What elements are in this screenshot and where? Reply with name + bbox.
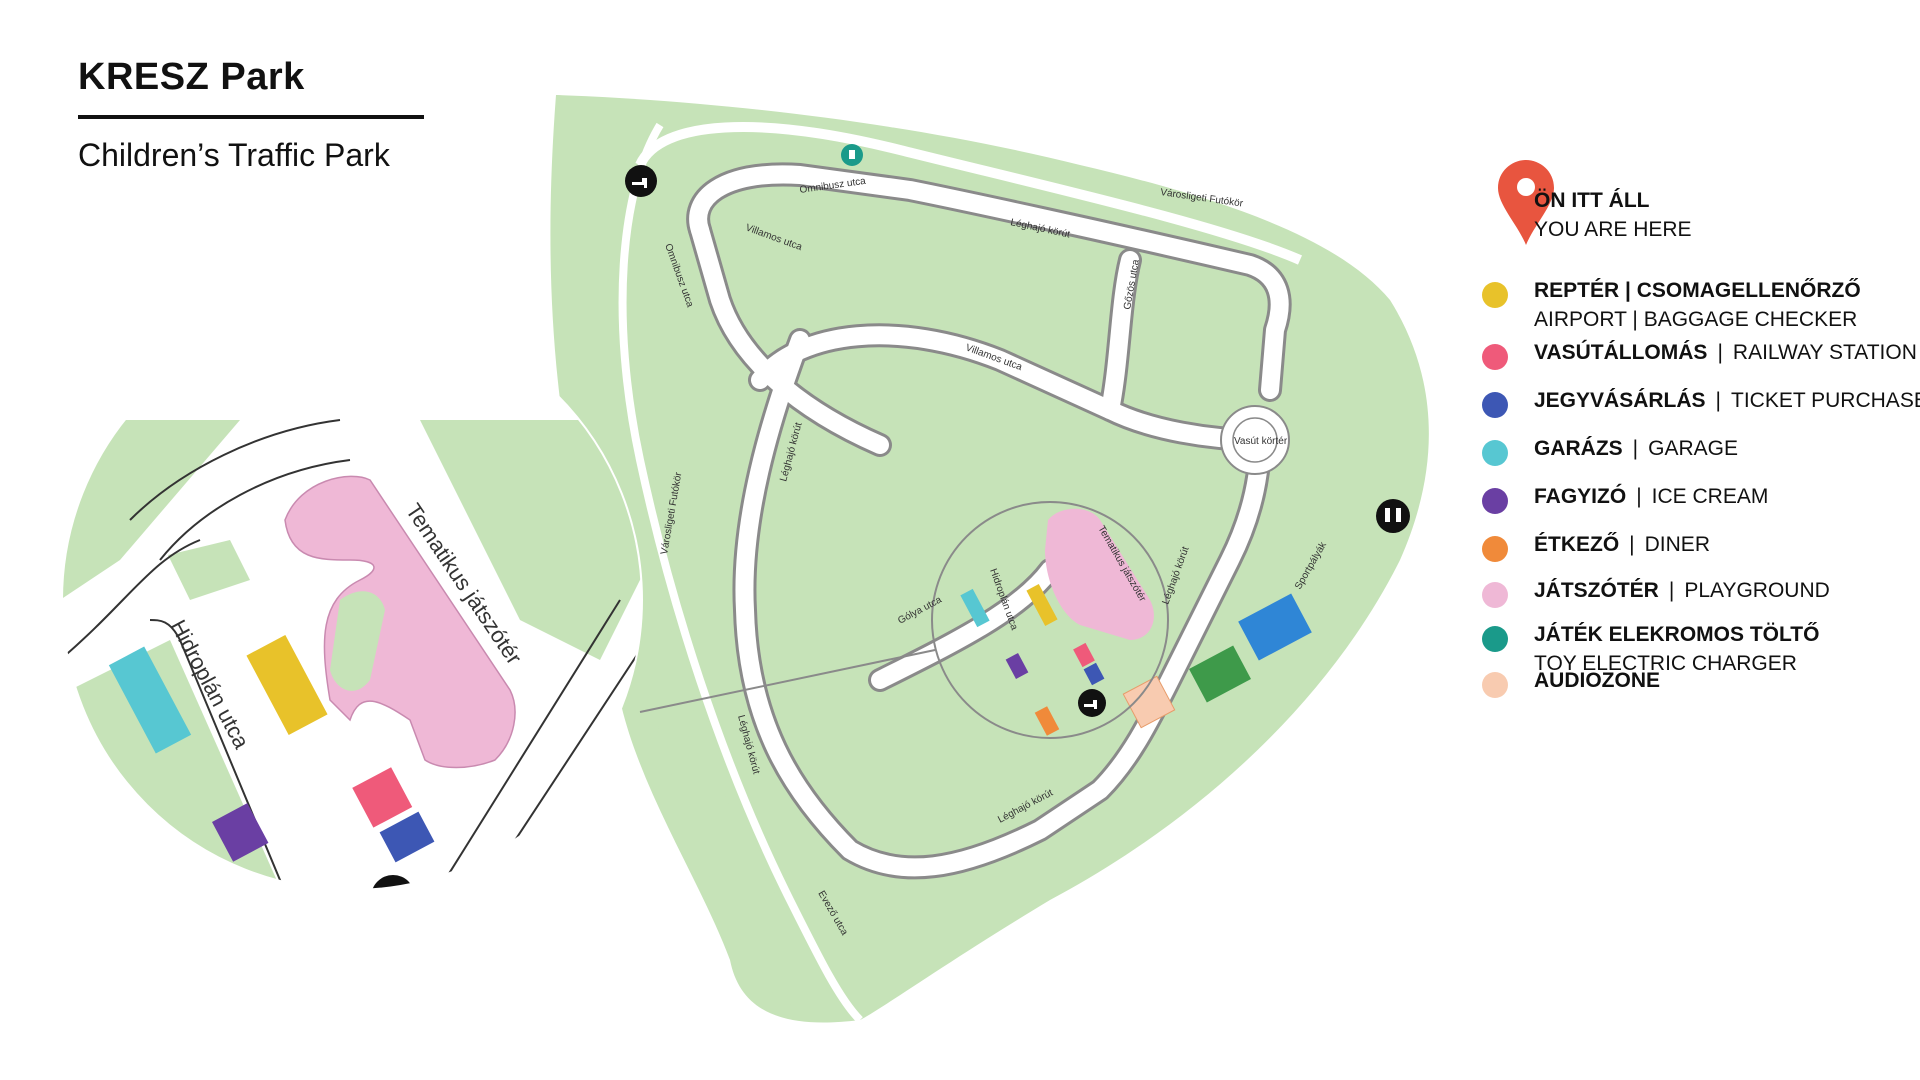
map-pin-icon [1498, 160, 1554, 245]
inset-airport [246, 634, 328, 736]
legend-label-hu: JÁTSZÓTÉR [1534, 579, 1659, 602]
inset-ticket [379, 811, 435, 863]
inset-playground [284, 475, 516, 769]
inset-magnified-view: Hidroplán utca Tematikus játszótér Légha… [62, 310, 642, 972]
inset-road-top [129, 419, 341, 521]
legend-label-hu: ÉTKEZŐ [1534, 533, 1620, 556]
varosligeti-futokor [635, 122, 1303, 265]
legend-label-en: ICE CREAM [1651, 485, 1769, 508]
park-grass [550, 95, 1429, 1023]
legend-swatch-garage [1482, 440, 1508, 466]
legend-swatch-ticket [1482, 392, 1508, 418]
legend-label-hu: FAGYIZÓ [1534, 485, 1627, 508]
legend-label-hu: VASÚTÁLLOMÁS [1534, 341, 1708, 364]
road-network [689, 165, 1289, 877]
inset-grass-left [62, 640, 330, 890]
legend-swatch-playground [1482, 582, 1508, 608]
main-playground-area [1045, 508, 1154, 640]
inset-road-leghajo-b [409, 619, 642, 890]
legend-label-en: PLAYGROUND [1684, 579, 1830, 602]
roundabout-inner-ring [1232, 417, 1278, 463]
inset-grass-top [420, 420, 642, 660]
inset-road-top2 [159, 459, 351, 561]
main-diner-block [1034, 706, 1060, 736]
sport-court-blue [1238, 593, 1312, 661]
sport-court-green [1189, 645, 1251, 703]
main-audiozone [1122, 675, 1176, 729]
main-ticket-block [1083, 662, 1105, 686]
water-tap-icon [371, 875, 415, 890]
zoom-focus-circle [931, 501, 1169, 739]
water-tap-icon [625, 165, 657, 197]
inset-grass-topleft [62, 420, 240, 600]
inset-circle-border [61, 309, 643, 891]
legend-label-en: GARAGE [1648, 437, 1738, 460]
inset-grass-stripe [168, 540, 250, 600]
vasut-korter-roundabout [1220, 405, 1290, 475]
restroom-icon [1376, 499, 1410, 533]
inset-railway [352, 767, 413, 828]
legend-label-en: DINER [1644, 533, 1710, 556]
inset-audiozone [466, 842, 580, 890]
main-railway-block [1073, 642, 1095, 668]
map-title: KRESZ Park [78, 56, 305, 98]
legend-separator: | [1715, 389, 1722, 412]
inset-garage [108, 646, 192, 754]
main-airport-block [1026, 584, 1058, 626]
legend-label-en: AIRPORT | BAGGAGE CHECKER [1534, 308, 1858, 331]
inset-diner [276, 909, 335, 972]
main-icecream-block [1005, 653, 1029, 679]
title-block: KRESZ Park Children’s Traffic Park [78, 56, 428, 174]
park-grass-strip [556, 95, 860, 1020]
legend-swatch-charger [1482, 626, 1508, 652]
legend-label-en: TOY ELECTRIC CHARGER [1534, 652, 1797, 675]
legend-separator: | [1632, 437, 1639, 460]
title-divider [78, 115, 424, 119]
running-track-left [618, 122, 863, 1023]
label-vasut: Vasút körtér [1234, 436, 1288, 447]
water-tap-icon [1078, 689, 1106, 717]
legend-separator: | [1668, 579, 1675, 602]
legend-label-hu: REPTÉR | CSOMAGELLENŐRZŐ [1534, 279, 1861, 302]
you-are-here-title: ÖN ITT ÁLL [1534, 189, 1650, 212]
legend-swatch-diner [1482, 536, 1508, 562]
legend-separator: | [1629, 533, 1635, 556]
legend-label-en: TICKET PURCHASE [1731, 389, 1920, 412]
map-subtitle: Children’s Traffic Park [78, 137, 390, 173]
legend-label-hu: GARÁZS [1534, 437, 1623, 460]
inset-road-hidroplan-left [62, 539, 201, 661]
legend-separator: | [1636, 485, 1642, 508]
main-garage-block [960, 588, 990, 628]
inset-playground-hole [330, 591, 385, 691]
legend-label-hu: AUDIOZONE [1534, 669, 1660, 692]
zoom-connector-line [639, 649, 936, 713]
inset-icecream [212, 803, 269, 862]
you-are-here-subtitle: YOU ARE HERE [1534, 218, 1692, 241]
legend-label-hu: JÁTÉK ELEKROMOS TÖLTŐ [1534, 623, 1820, 646]
legend-swatch-icecream [1482, 488, 1508, 514]
legend-label-hu: JEGYVÁSÁRLÁS [1534, 389, 1706, 412]
legend-label-en: RAILWAY STATION [1732, 341, 1917, 364]
inset-road-hidroplan-right [149, 619, 331, 890]
legend-separator: | [1717, 341, 1723, 364]
inset-road-leghajo-a [369, 599, 621, 890]
charger-icon [841, 144, 863, 166]
legend-swatch-audiozone [1482, 672, 1508, 698]
legend-swatch-airport [1482, 282, 1508, 308]
legend-swatch-railway [1482, 344, 1508, 370]
